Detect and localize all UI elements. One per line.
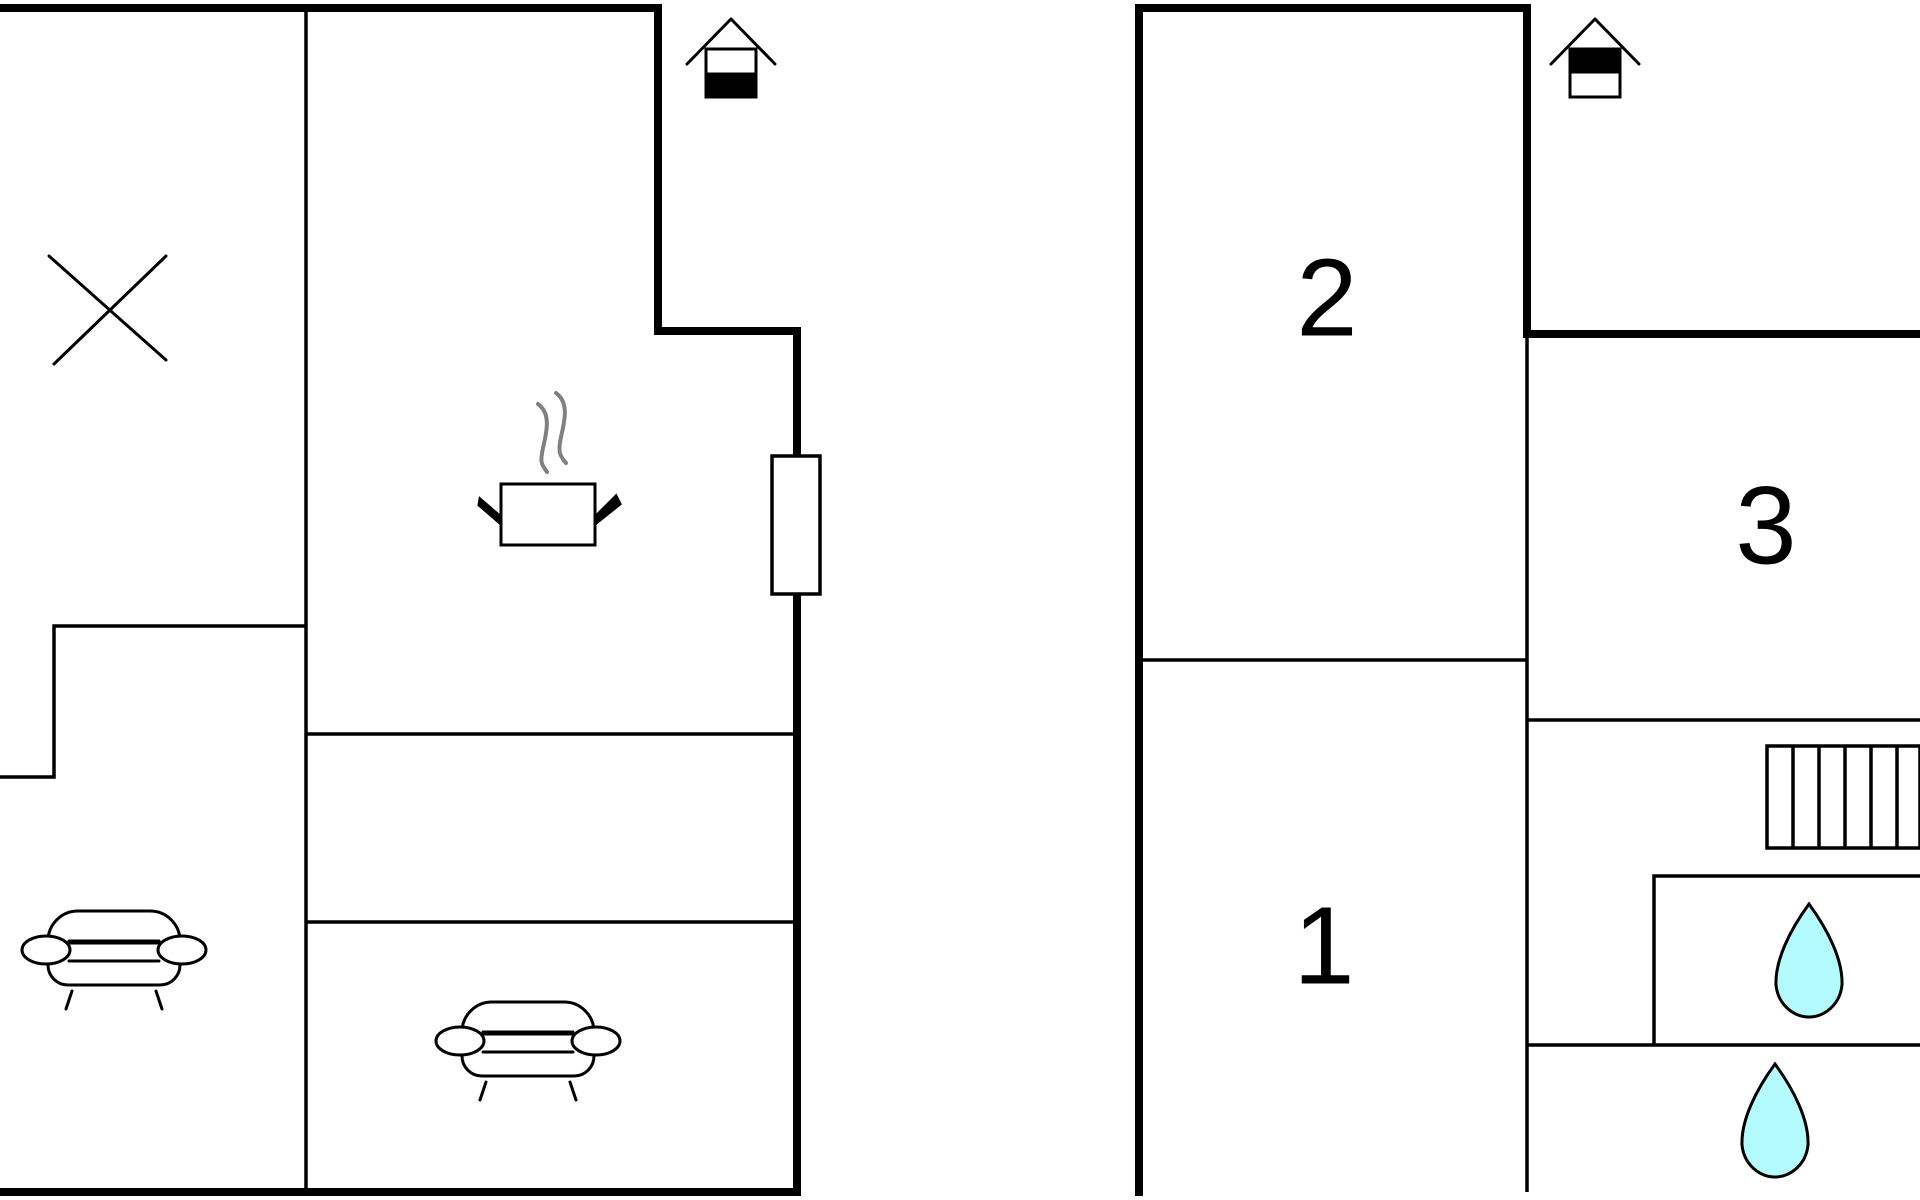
right-floor-bath-wall — [1652, 874, 1920, 1045]
room-label-1: 1 — [1293, 885, 1354, 1008]
water-drop-icon — [1740, 1061, 1810, 1179]
cooking-pot-icon — [477, 391, 622, 547]
water-drop-icon — [1774, 901, 1844, 1019]
window — [770, 454, 822, 596]
left-floor-outer-wall — [0, 4, 801, 1196]
radiator-icon — [1765, 744, 1920, 850]
cross-icon — [47, 254, 168, 366]
left-floor-step-wall — [0, 624, 306, 779]
entrance-house-icon — [1549, 17, 1641, 99]
sofa-icon — [434, 1000, 622, 1102]
right-floor: 2 1 3 — [1135, 4, 1920, 1196]
entrance-house-icon — [685, 17, 777, 99]
right-floor-outer-wall — [1135, 4, 1920, 1196]
room-label-3: 3 — [1735, 465, 1796, 588]
room-label-2: 2 — [1296, 237, 1357, 360]
sofa-icon — [20, 909, 208, 1011]
left-floor — [0, 4, 822, 1196]
